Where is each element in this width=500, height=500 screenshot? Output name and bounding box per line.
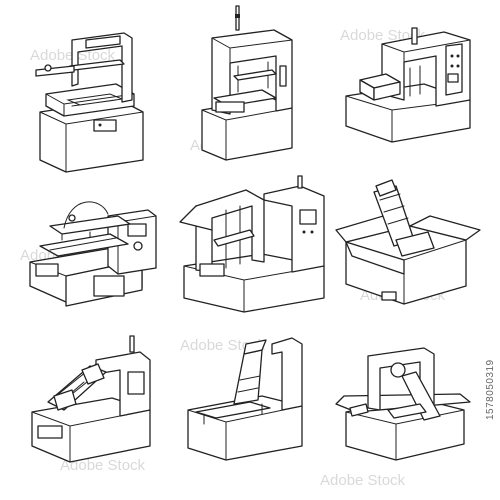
cabinet-machine-3 xyxy=(345,27,471,143)
press-machine-1 xyxy=(35,32,144,173)
press-machine-2 xyxy=(201,5,293,161)
stock-id-label: 1578050319 xyxy=(485,359,496,421)
conveyor-machine-8 xyxy=(187,337,303,461)
watermark-text: Adobe Stock xyxy=(320,472,406,489)
conveyor-machine-7 xyxy=(31,335,151,463)
heat-press-machine-4 xyxy=(29,201,157,307)
watermark-text: Adobe Stock xyxy=(180,337,266,354)
labeling-machine-9 xyxy=(335,347,471,461)
frame-press-machine-5 xyxy=(179,175,325,313)
watermark-text: Adobe Stock xyxy=(60,457,146,474)
box-conveyor-6 xyxy=(335,179,481,305)
